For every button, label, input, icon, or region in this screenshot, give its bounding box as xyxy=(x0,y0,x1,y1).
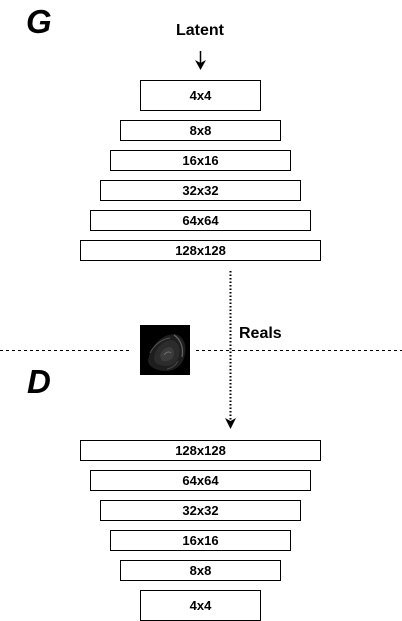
generator-layer-128x128: 128x128 xyxy=(80,240,321,261)
discriminator-layer-8x8: 8x8 xyxy=(120,560,281,581)
real-image-thumbnail xyxy=(140,325,190,375)
generator-layer-64x64: 64x64 xyxy=(90,210,311,231)
discriminator-layer-32x32: 32x32 xyxy=(100,500,301,521)
generator-layer-8x8: 8x8 xyxy=(120,120,281,141)
latent-arrow-head xyxy=(195,60,206,70)
reals-label: Reals xyxy=(239,325,282,342)
generator-title: G xyxy=(26,3,52,40)
discriminator-layer-128x128: 128x128 xyxy=(80,440,321,461)
latent-label: Latent xyxy=(176,22,224,39)
discriminator-layer-16x16: 16x16 xyxy=(110,530,291,551)
reals-arrow-head xyxy=(225,418,236,429)
discriminator-layer-4x4: 4x4 xyxy=(140,590,261,621)
discriminator-title: D xyxy=(27,363,51,400)
discriminator-layer-64x64: 64x64 xyxy=(90,470,311,491)
generator-layer-4x4: 4x4 xyxy=(140,80,261,111)
generator-layer-16x16: 16x16 xyxy=(110,150,291,171)
generator-layer-32x32: 32x32 xyxy=(100,180,301,201)
